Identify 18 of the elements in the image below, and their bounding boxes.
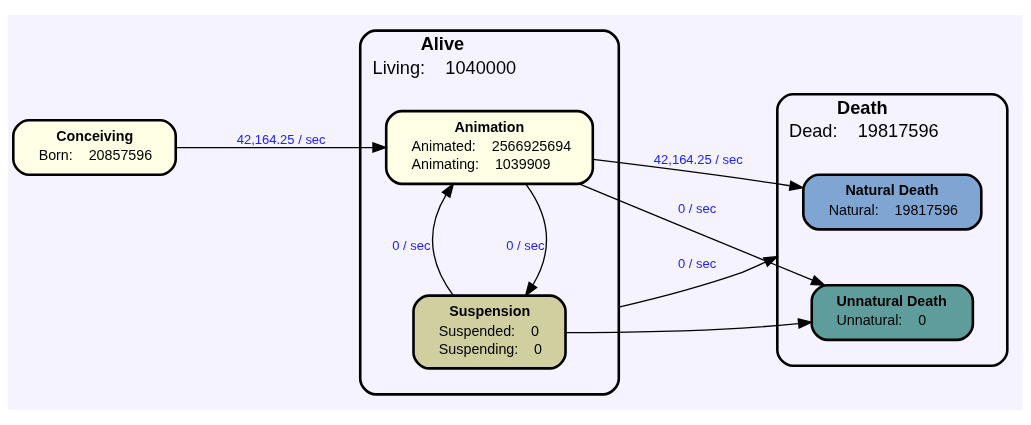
edge-label: 0 / sec [677,256,717,272]
arrow [431,182,455,297]
node-box: Animation Animated: 2566925694 Animating: 1039909 [384,109,595,186]
node-box: Unnatural Death Unnatural: 0 [810,283,975,342]
arrow [578,183,827,286]
edge-label: 0 / sec [392,238,431,254]
arrow [618,255,780,308]
edge-label: 42,164.25 / sec [653,152,743,168]
edge-label: 0 / sec [677,200,717,216]
edge-label: 42,164.25 / sec [236,131,326,147]
arrow [524,183,548,298]
node-box: Suspension Suspended: 0 Suspending: 0 [412,294,567,370]
arrow [175,142,388,153]
edge-label: 0 / sec [506,238,545,254]
node-box: Conceiving Born: 20857596 [12,118,177,177]
arrow [565,318,814,334]
arrow [592,158,805,192]
node-box: Natural Death Natural: 19817596 [802,173,983,231]
